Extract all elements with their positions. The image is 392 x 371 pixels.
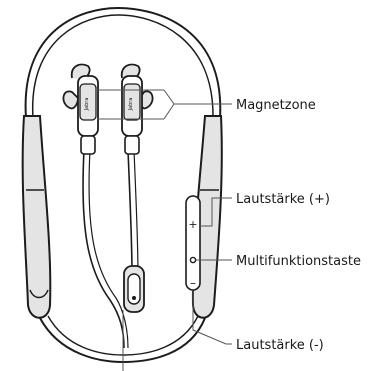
inline-controller-dot xyxy=(132,296,136,300)
left-neckband-module xyxy=(23,116,51,318)
left-earbud-stem xyxy=(81,136,95,154)
volume-up-label: Lautstärke (+) xyxy=(236,192,330,207)
left-earbud-tip xyxy=(63,91,78,108)
left-earbud-brand: Jabra xyxy=(84,98,90,112)
right-earbud-stem xyxy=(125,136,139,154)
magnet-zone-label: Magnetzone xyxy=(236,98,316,113)
volume-down-minus-icon: – xyxy=(190,276,196,290)
right-earbud-cable-inner xyxy=(134,150,138,275)
multifunction-label: Multifunktionstaste xyxy=(236,254,361,269)
left-earbud-cable-inner xyxy=(89,150,128,348)
volume-down-label: Lautstärke (-) xyxy=(236,338,324,353)
right-earbud-brand: Jabra xyxy=(128,98,134,112)
right-earbud-cable xyxy=(128,150,132,275)
volume-up-plus-icon: + xyxy=(188,218,197,231)
